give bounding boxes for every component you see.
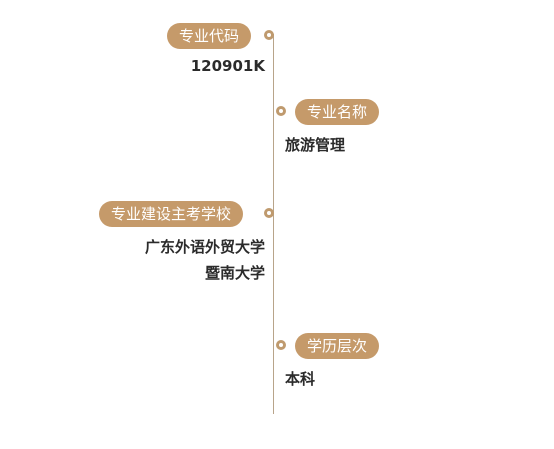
education-level-label: 学历层次 (295, 333, 380, 359)
major-code-value: 120901K (190, 57, 265, 75)
timeline-dot (276, 106, 286, 116)
examining-school-label: 专业建设主考学校 (99, 201, 244, 227)
major-name-label: 专业名称 (295, 99, 380, 125)
examining-school-value-1: 广东外语外贸大学 (144, 238, 265, 256)
major-name-value: 旅游管理 (285, 136, 346, 154)
education-level-value: 本科 (285, 370, 316, 388)
examining-school-value-2: 暨南大学 (204, 264, 265, 282)
timeline-line (273, 34, 274, 414)
timeline-dot (264, 208, 274, 218)
timeline-dot (264, 30, 274, 40)
timeline-dot (276, 340, 286, 350)
major-code-label: 专业代码 (167, 23, 252, 49)
